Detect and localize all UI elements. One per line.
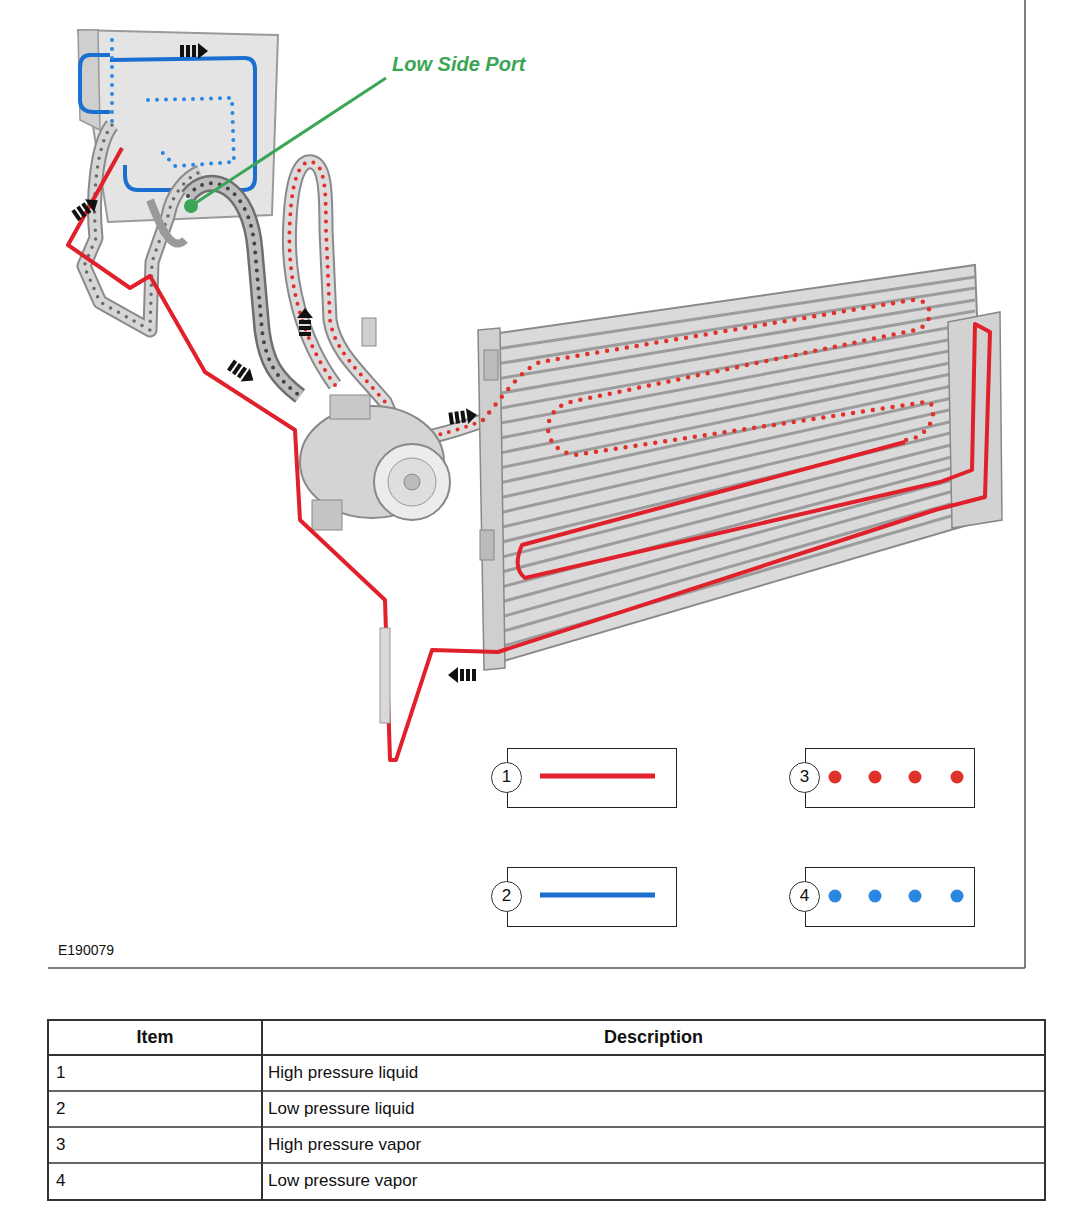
condenser-bracket: [480, 530, 494, 560]
leader-line: [194, 78, 386, 204]
table-rule: [48, 1054, 1045, 1056]
legend-item: 4: [805, 867, 975, 927]
legend-swatch: [507, 867, 677, 927]
frame-line: [48, 967, 1025, 969]
table-cell: 4: [56, 1171, 256, 1191]
table-header: Item: [48, 1027, 262, 1049]
table-cell: High pressure liquid: [268, 1063, 1028, 1083]
legend-swatch: [805, 748, 975, 808]
frame-line: [1024, 0, 1026, 968]
condenser-tank: [478, 328, 505, 670]
callout-number-text: 4: [800, 886, 809, 905]
low-pressure-vapor-dots: [110, 40, 114, 128]
discharge-tube: [289, 162, 485, 440]
table-cell: Low pressure liquid: [268, 1099, 1028, 1119]
compressor-hub: [404, 474, 420, 490]
tube-dots: [84, 125, 200, 330]
high-pressure-liquid-line: [68, 148, 990, 760]
callout-number-text: 3: [800, 767, 809, 786]
legend-swatch: [805, 867, 975, 927]
legend-line: [540, 893, 655, 898]
callout-number: 4: [789, 881, 820, 912]
table-cell: High pressure vapor: [268, 1135, 1028, 1155]
refrigerant-tube: [84, 125, 200, 330]
table-cell: 2: [56, 1099, 256, 1119]
legend-swatch: [507, 748, 677, 808]
callout-label: Low Side Port: [392, 52, 632, 76]
callout-number-text: 1: [502, 767, 511, 786]
callout-number: 2: [491, 881, 522, 912]
legend-item: 2: [507, 867, 677, 927]
discharge-tube: [289, 162, 485, 440]
refrigerant-tube: [150, 200, 185, 244]
flow-arrow: [448, 407, 478, 427]
callout-number-text: 2: [502, 886, 511, 905]
table-rule: [48, 1126, 1045, 1128]
compressor-head: [330, 395, 370, 419]
legend-dot: [869, 890, 882, 903]
compressor-fitting: [362, 318, 376, 346]
low-pressure-vapor-dots: [148, 98, 234, 166]
condenser-bracket: [484, 350, 498, 380]
compressor-mount: [312, 500, 342, 530]
legend-dot: [829, 890, 842, 903]
legend-item: 1: [507, 748, 677, 808]
flow-arrow: [226, 358, 258, 387]
table-header: Description: [262, 1027, 1045, 1049]
table-rule: [261, 1020, 263, 1200]
callout-number: 1: [491, 762, 522, 793]
table-cell: 1: [56, 1063, 256, 1083]
legend-item: 3: [805, 748, 975, 808]
figure-id: E190079: [58, 942, 198, 959]
condenser-core: [485, 265, 985, 665]
flow-arrow: [448, 667, 476, 683]
low-pressure-liquid-line: [80, 55, 110, 112]
table-rule: [48, 1162, 1045, 1164]
table-cell: 3: [56, 1135, 256, 1155]
legend-dot: [951, 890, 964, 903]
table-border: [48, 1020, 1045, 1200]
legend-dot: [829, 771, 842, 784]
legend-dot: [951, 771, 964, 784]
legend-line: [540, 774, 655, 779]
port-marker: [184, 199, 198, 213]
table-rule: [48, 1090, 1045, 1092]
low-pressure-liquid-line: [110, 58, 255, 190]
legend-dot: [869, 771, 882, 784]
compressor-pulley: [374, 444, 450, 520]
compressor-clutch: [388, 458, 436, 506]
high-pressure-vapor-dots: [289, 162, 485, 440]
table-cell: Low pressure vapor: [268, 1171, 1028, 1191]
flow-arrow: [180, 43, 208, 59]
legend-dot: [909, 890, 922, 903]
line-fitting: [380, 628, 390, 723]
flow-arrow: [70, 194, 102, 223]
callout-number: 3: [789, 762, 820, 793]
legend-dot: [909, 771, 922, 784]
flow-arrow: [297, 308, 313, 336]
high-pressure-vapor-dots: [483, 300, 933, 455]
refrigerant-tube: [84, 125, 200, 330]
